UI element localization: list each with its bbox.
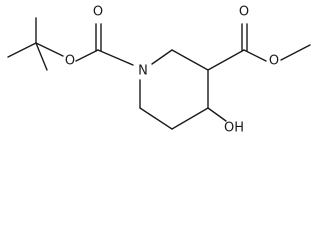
piperidine-ring [139,49,209,130]
atom-label-ring-nitrogen: N [138,64,148,79]
chemical-structure: O O N O O OH [7,5,311,136]
atom-label-boc-ether-oxygen: O [65,54,75,69]
atom-label-hydroxyl: OH [224,121,244,136]
bond-tbu-methyl-down [35,42,48,71]
bond-tbu-methyl-left [7,42,37,58]
bond-oxygen-to-methyl [280,44,311,61]
bond-boc-carbon-to-nitrogen [97,49,134,66]
bond-ring-c4-c5 [171,107,209,130]
bond-ester-carbon-to-oxygen [243,49,267,62]
boc-carbamate [75,23,134,66]
bond-tbu-to-oxygen [35,42,64,57]
tert-butyl-group [7,17,64,71]
bond-c3-to-ester-carbon [207,49,245,71]
bond-c4-to-hydroxyl [207,107,227,122]
atom-label-ester-carbonyl-oxygen: O [239,5,249,20]
bond-ring-n-c2 [151,49,173,65]
bond-ring-c2-c3 [171,49,209,71]
atom-label-boc-carbonyl-oxygen: O [93,5,103,20]
methyl-ester [207,23,311,71]
bond-oxygen-to-boc-carbon [75,49,99,62]
bond-ring-c5-c6 [139,107,173,130]
hydroxyl-group [207,107,227,122]
atom-label-ester-methoxy-oxygen: O [269,54,279,69]
